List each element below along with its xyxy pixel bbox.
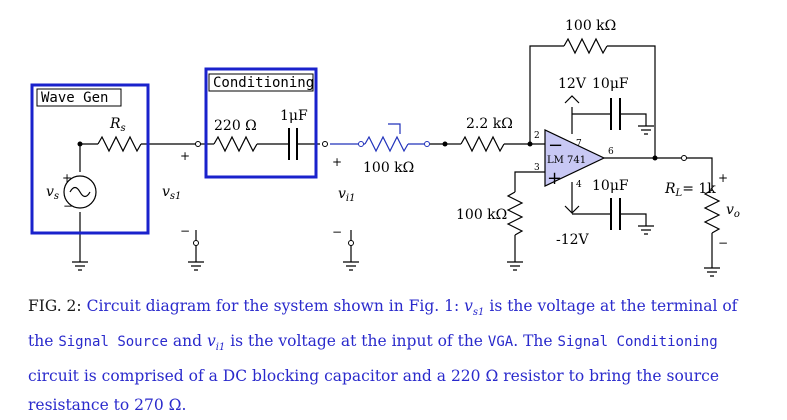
c1-capacitor <box>288 128 298 160</box>
terminal <box>681 155 687 161</box>
wire <box>620 213 647 226</box>
vo-minus: − <box>718 236 728 250</box>
c1-label: 1μF <box>280 108 308 124</box>
wave-gen-label: Wave Gen <box>41 90 108 106</box>
ground-icon <box>72 261 88 271</box>
pot-label: 100 kΩ <box>363 160 414 176</box>
rbias-label: 100 kΩ <box>456 207 507 223</box>
rs-resistor <box>97 135 142 153</box>
vo-label: vo <box>726 202 740 220</box>
junction-dot <box>77 141 83 147</box>
r220-label: 220 Ω <box>214 118 257 134</box>
vpos-label: 12V <box>558 76 587 92</box>
vo-plus: + <box>718 171 728 185</box>
ctop-label: 10μF <box>592 76 629 92</box>
arrow <box>564 95 580 104</box>
pin3: 3 <box>534 163 540 173</box>
terminal <box>322 141 328 147</box>
sine-icon <box>69 186 91 198</box>
vi1-minus: − <box>332 225 342 239</box>
vs-label: vs <box>46 184 59 202</box>
ground-icon <box>507 261 523 271</box>
rl-label: RL= 1k <box>664 181 716 199</box>
pin4: 4 <box>576 180 582 190</box>
vi1-plus: + <box>332 155 342 169</box>
wire <box>620 113 647 126</box>
terminal <box>348 240 354 246</box>
ground-icon <box>638 225 654 235</box>
wire <box>529 45 564 144</box>
ground-icon <box>704 267 720 277</box>
source-plus: + <box>62 171 72 185</box>
caption-body: Circuit diagram for the system shown in … <box>28 297 738 415</box>
arrow <box>564 205 580 214</box>
opamp-minus: − <box>548 135 563 156</box>
c-top-capacitor <box>610 98 621 130</box>
circuit-diagram: Wave Gen Conditioning Rs vs + − + vs1 − … <box>30 18 740 277</box>
pin2: 2 <box>534 131 540 141</box>
vs1-minus: − <box>180 224 190 238</box>
figure-caption: FIG. 2: Circuit diagram for the system s… <box>28 292 763 420</box>
conditioning-box <box>204 67 318 179</box>
pin7: 7 <box>576 139 582 149</box>
c-bottom-capacitor <box>610 198 621 230</box>
wire <box>607 45 656 158</box>
rf-label: 100 kΩ <box>565 18 616 34</box>
terminal <box>195 141 201 147</box>
conditioning-label: Conditioning <box>213 75 314 91</box>
wave-gen-label-box <box>36 88 122 107</box>
wire <box>514 171 545 192</box>
junction-dot <box>652 155 658 161</box>
ground-icon <box>343 261 359 271</box>
r22k-resistor <box>460 135 505 153</box>
wire <box>686 157 713 190</box>
conditioning-label-box <box>208 73 314 92</box>
opamp-triangle <box>544 129 606 187</box>
cbottom-label: 10μF <box>592 178 629 194</box>
pin6: 6 <box>608 147 614 157</box>
ground-icon <box>638 125 654 135</box>
vi1-label: vi1 <box>338 186 355 204</box>
pot-resistor <box>364 135 409 153</box>
terminal <box>193 240 199 246</box>
rl-resistor <box>703 189 721 234</box>
opamp-label: LM 741 <box>547 155 586 166</box>
ground-icon <box>188 261 204 271</box>
opamp-plus: + <box>547 168 562 189</box>
vneg-label: -12V <box>556 232 590 248</box>
rbias-resistor <box>506 191 524 236</box>
source-minus: − <box>63 199 73 213</box>
junction-dot <box>442 141 448 147</box>
terminal <box>424 141 430 147</box>
r220-resistor <box>213 135 258 153</box>
vs1-label: vs1 <box>162 184 181 202</box>
junction-dot <box>527 141 533 147</box>
vs1-plus: + <box>180 149 190 163</box>
terminal <box>358 141 364 147</box>
pot-wiper <box>388 123 401 134</box>
rf-resistor <box>563 37 608 55</box>
wave-gen-box <box>30 83 150 235</box>
caption-lead: FIG. 2: <box>28 297 82 315</box>
rs-label: Rs <box>109 116 126 134</box>
r22k-label: 2.2 kΩ <box>466 116 513 132</box>
